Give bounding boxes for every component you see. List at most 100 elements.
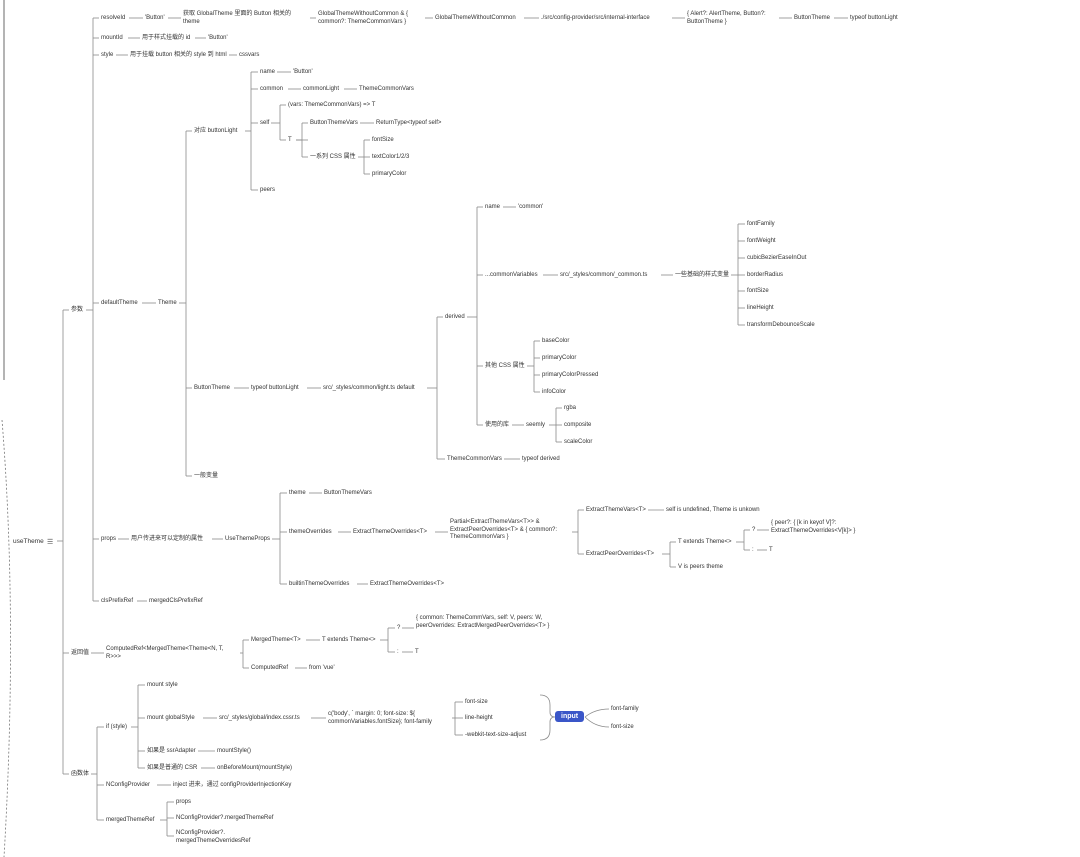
node-typeof-derived[interactable]: typeof derived (520, 455, 562, 465)
node-inject-desc[interactable]: inject 进来，通过 configProviderInjectionKey (171, 781, 294, 791)
node-line-height[interactable]: lineHeight (745, 304, 776, 314)
node-return-value[interactable]: 返回值 (69, 649, 92, 659)
node-merged-cls-prefix[interactable]: mergedClsPrefixRef (147, 597, 205, 607)
node-common[interactable]: common (258, 85, 286, 95)
node-text-color[interactable]: textColor1/2/3 (370, 153, 412, 163)
node-base-style-vars[interactable]: 一些基础的样式变量 (673, 271, 732, 281)
node-index-cssr[interactable]: src/_styles/global/index.cssr.ts (217, 714, 302, 724)
node-common-str[interactable]: 'common' (516, 203, 546, 213)
node-colon-2[interactable]: : (395, 648, 401, 658)
node-from-vue[interactable]: from 'vue' (307, 664, 337, 674)
node-return-type[interactable]: ReturnType<typeof self> (374, 119, 444, 129)
node-match-button-light[interactable]: 对应 buttonLight (192, 127, 240, 137)
hamburger-icon[interactable]: ☰ (47, 538, 54, 546)
node-merged-common-type[interactable]: { common: ThemeCommVars, self: V, peers:… (414, 614, 554, 631)
node-q-mark-1[interactable]: ? (750, 526, 758, 536)
node-t-1[interactable]: T (767, 546, 775, 556)
node-transform-debounce[interactable]: transformDebounceScale (745, 321, 817, 331)
node-computed-ref-type[interactable]: ComputedRef<MergedTheme<Theme<N, T, R>>> (104, 645, 240, 662)
node-t-2[interactable]: T (413, 648, 421, 658)
node-merged-theme-ref[interactable]: mergedThemeRef (104, 816, 157, 826)
node-extract-peer-overrides[interactable]: ExtractPeerOverrides<T> (584, 550, 657, 560)
node-common-variables[interactable]: ...commonVariables (483, 271, 540, 281)
node-extract-overrides-1[interactable]: ExtractThemeOverrides<T> (351, 528, 430, 538)
node-font-size-out[interactable]: font-size (609, 723, 636, 733)
node-q-mark-2[interactable]: ? (395, 624, 403, 634)
node-props-2[interactable]: props (174, 798, 194, 808)
node-name-2[interactable]: name (483, 203, 503, 213)
node-style[interactable]: style (99, 51, 116, 61)
node-rgba[interactable]: rgba (562, 404, 579, 414)
node-button-theme-vars[interactable]: ButtonThemeVars (308, 119, 360, 129)
node-ssr-adapter[interactable]: 如果是 ssrAdapter (145, 747, 198, 757)
node-button-theme-2[interactable]: ButtonTheme (192, 384, 233, 394)
node-t-label[interactable]: T (286, 136, 294, 146)
node-composite[interactable]: composite (562, 421, 594, 431)
node-func-body[interactable]: 函数体 (69, 770, 92, 780)
node-theme-common-vars-1[interactable]: ThemeCommonVars (357, 85, 416, 95)
node-normal-csr[interactable]: 如果是普通的 CSR (145, 764, 200, 774)
node-typeof-button-light-2[interactable]: typeof buttonLight (249, 384, 301, 394)
node-webkit-adjust[interactable]: -webkit-text-size-adjust (463, 731, 529, 741)
input-pill[interactable]: input (555, 711, 585, 722)
node-props-desc[interactable]: 用户传进来可以定制的属性 (129, 535, 206, 545)
node-typeof-button-light-1[interactable]: typeof buttonLight (848, 14, 900, 24)
node-font-size-1[interactable]: fontSize (370, 136, 396, 146)
node-theme-key[interactable]: theme (287, 489, 308, 499)
node-use-theme-props[interactable]: UseThemeProps (223, 535, 273, 545)
node-font-family-out[interactable]: font-family (609, 705, 641, 715)
node-mount-global-style[interactable]: mount globalStyle (145, 714, 197, 724)
node-gtwc-union[interactable]: GlobalThemeWithoutCommon & { common?: Th… (316, 10, 425, 27)
node-extract-theme-vars[interactable]: ExtractThemeVars<T> (584, 506, 648, 516)
node-line-height-css[interactable]: line-height (463, 714, 495, 724)
node-info-color[interactable]: infoColor (540, 388, 569, 398)
node-font-weight[interactable]: fontWeight (745, 237, 778, 247)
node-button-str-3[interactable]: 'Button' (291, 68, 315, 78)
node-config-provider-path[interactable]: ./src/config-provider/src/internal-inter… (539, 14, 652, 24)
node-scale-color[interactable]: scaleColor (562, 438, 595, 448)
node-on-before-mount[interactable]: onBeforeMount(mountStyle) (215, 764, 295, 774)
node-general-vars[interactable]: 一般变量 (192, 472, 221, 482)
node-resolveid[interactable]: resolveId (99, 14, 128, 24)
node-self[interactable]: self (258, 119, 272, 129)
node-other-css[interactable]: 其他 CSS 属性 (483, 362, 527, 372)
node-peer-type[interactable]: { peer?: { [k in keyof V]?: ExtractTheme… (769, 519, 869, 536)
node-derived[interactable]: derived (443, 313, 467, 323)
node-primary-color-2[interactable]: primaryColor (540, 354, 579, 364)
node-alert-button[interactable]: { Alert?: AlertTheme, Button?: ButtonThe… (685, 10, 779, 27)
node-border-radius[interactable]: borderRadius (745, 271, 786, 281)
node-mountid[interactable]: mountId (99, 34, 125, 44)
node-font-size-css[interactable]: font-size (463, 698, 490, 708)
node-mount-style-fn[interactable]: mountStyle() (215, 747, 254, 757)
node-v-is-peers[interactable]: V is peers theme (676, 563, 726, 573)
node-partial-union[interactable]: Partial<ExtractThemeVars<T>> & ExtractPe… (448, 518, 572, 543)
node-style-desc[interactable]: 用于挂载 button 相关的 style 到 html (128, 51, 229, 61)
node-merged-theme-t[interactable]: MergedTheme<T> (249, 636, 303, 646)
node-nconfig-merged-overrides[interactable]: NConfigProvider?. mergedThemeOverridesRe… (174, 829, 268, 846)
node-common-ts[interactable]: src/_styles/common/_common.ts (558, 271, 650, 281)
node-name[interactable]: name (258, 68, 278, 78)
node-css-series[interactable]: 一系列 CSS 属性 (308, 153, 358, 163)
node-c-body[interactable]: c('body', ` margin: 0; font-size: ${ com… (326, 710, 452, 727)
node-self-undefined[interactable]: self is undefined, Theme is unkown (664, 506, 762, 516)
node-cls-prefix-ref[interactable]: clsPrefixRef (99, 597, 136, 607)
node-mount-style[interactable]: mount style (145, 681, 180, 691)
node-peers[interactable]: peers (258, 186, 278, 196)
node-seemly[interactable]: seemly (524, 421, 548, 431)
node-theme-overrides[interactable]: themeOverrides (287, 528, 334, 538)
node-font-family[interactable]: fontFamily (745, 220, 777, 230)
node-default-theme[interactable]: defaultTheme (99, 299, 140, 309)
node-button-theme-1[interactable]: ButtonTheme (792, 14, 833, 24)
node-light-ts[interactable]: src/_styles/common/light.ts default (321, 384, 417, 394)
node-t-extends-theme-1[interactable]: T extends Theme<> (676, 538, 734, 548)
node-computed-ref[interactable]: ComputedRef (249, 664, 291, 674)
node-nconfig-merged-theme-ref[interactable]: NConfigProvider?.mergedThemeRef (174, 814, 276, 824)
node-font-size-2[interactable]: fontSize (745, 287, 771, 297)
node-get-theme-desc[interactable]: 获取 GlobalTheme 里面的 Button 相关的 theme (181, 10, 310, 27)
node-gtwc[interactable]: GlobalThemeWithoutCommon (433, 14, 518, 24)
node-button-str-2[interactable]: 'Button' (206, 34, 230, 44)
node-theme[interactable]: Theme (156, 299, 179, 309)
root-node-usetheme[interactable]: useTheme (11, 537, 46, 547)
node-extract-overrides-2[interactable]: ExtractThemeOverrides<T> (368, 580, 447, 590)
node-theme-common-vars-2[interactable]: ThemeCommonVars (445, 455, 504, 465)
